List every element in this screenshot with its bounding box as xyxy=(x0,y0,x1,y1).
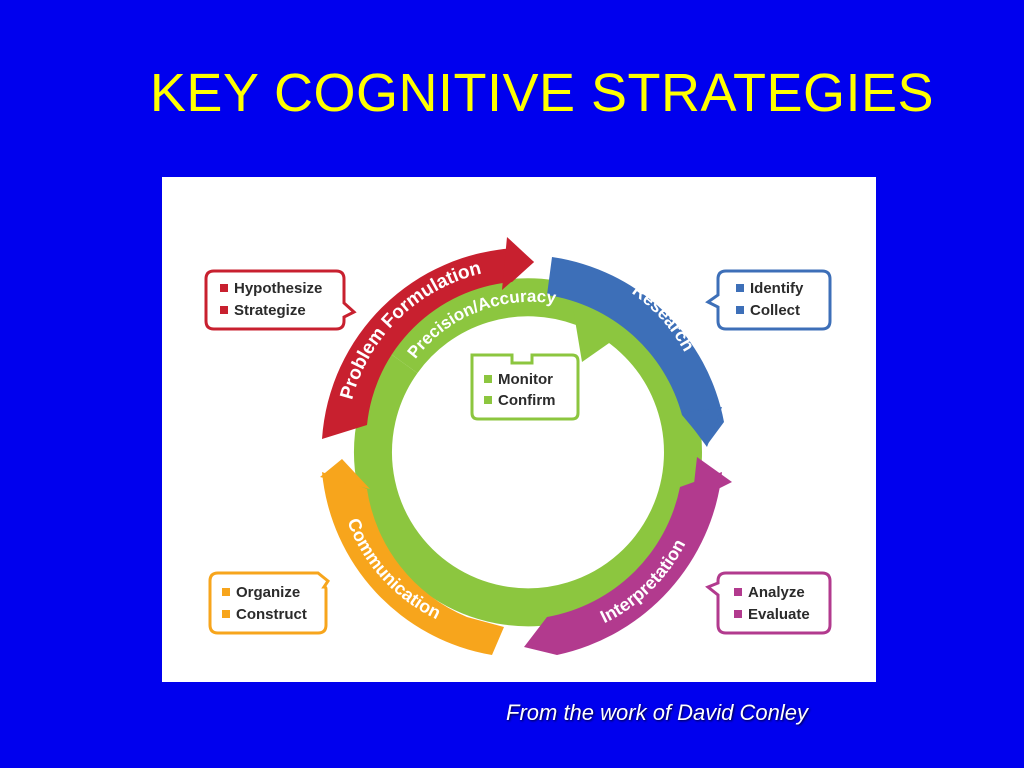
identify-collect-callout: Identify Collect xyxy=(705,269,832,331)
bullet-icon xyxy=(734,588,742,596)
monitor-text: Monitor xyxy=(498,371,553,388)
research-segment xyxy=(547,257,724,447)
svg-text:Evaluate: Evaluate xyxy=(748,606,810,623)
svg-text:Collect: Collect xyxy=(750,302,800,319)
svg-text:Strategize: Strategize xyxy=(234,302,306,319)
bullet-icon xyxy=(220,306,228,314)
svg-text:Analyze: Analyze xyxy=(748,584,805,601)
bullet-icon xyxy=(222,588,230,596)
credit-caption: From the work of David Conley xyxy=(506,700,808,725)
diagram-panel: Problem Formulation Research Interpretat… xyxy=(162,177,876,682)
organize-construct-callout: Organize Construct xyxy=(208,571,331,635)
bullet-icon xyxy=(484,375,492,383)
cognitive-strategies-diagram: Problem Formulation Research Interpretat… xyxy=(204,237,832,655)
svg-text:Organize: Organize xyxy=(236,584,300,601)
hypothesize-strategize-callout: Hypothesize Strategize xyxy=(204,269,357,331)
svg-text:Construct: Construct xyxy=(236,606,307,623)
svg-text:Identify: Identify xyxy=(750,280,804,297)
bullet-icon xyxy=(734,610,742,618)
bullet-icon xyxy=(222,610,230,618)
confirm-text: Confirm xyxy=(498,392,556,409)
monitor-confirm-box: Monitor Confirm xyxy=(470,353,580,421)
communication-segment xyxy=(320,459,504,655)
bullet-icon xyxy=(736,306,744,314)
analyze-evaluate-callout: Analyze Evaluate xyxy=(705,571,832,635)
bullet-icon xyxy=(220,284,228,292)
bullet-icon xyxy=(484,396,492,404)
slide-title: KEY COGNITIVE STRATEGIES xyxy=(149,63,935,123)
problem-formulation-segment xyxy=(322,237,534,439)
interpretation-segment xyxy=(524,457,732,655)
bullet-icon xyxy=(736,284,744,292)
svg-text:Hypothesize: Hypothesize xyxy=(234,280,322,297)
